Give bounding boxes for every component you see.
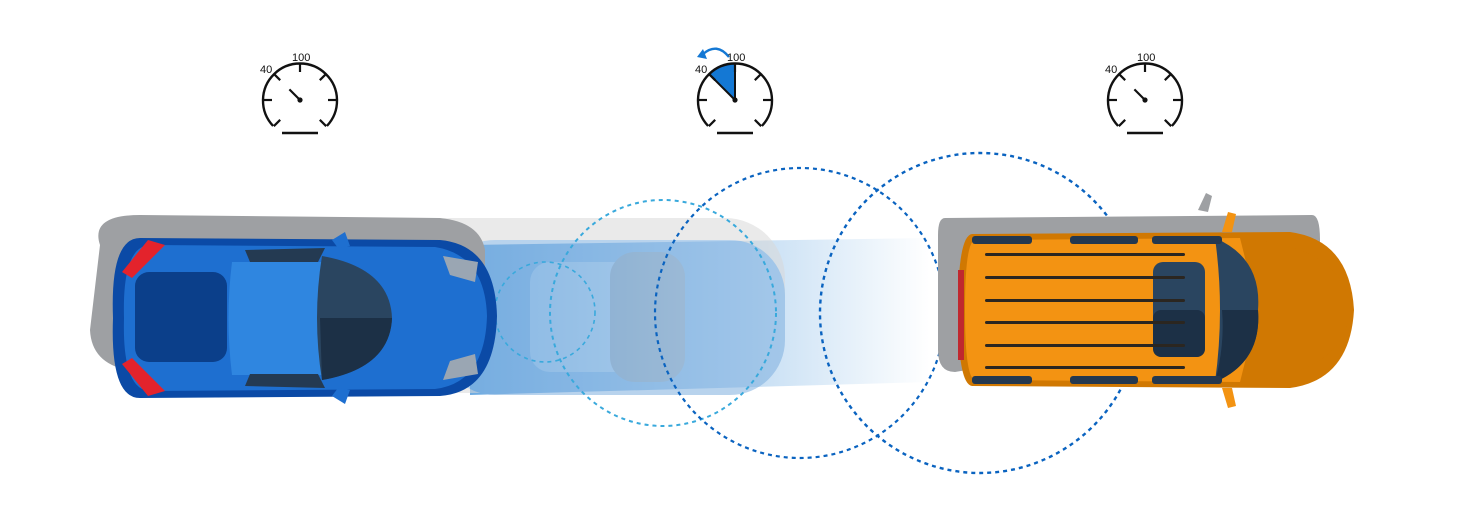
speedometer-low-label: 40 [260,64,272,76]
speedometer-high-label: 100 [727,52,745,64]
brake-light-bottom [122,358,165,396]
lead-vehicle [938,193,1354,408]
speedometer-middle: 40 100 [695,47,774,135]
speedometer-icon [696,62,774,135]
speedometers-group: 40 100 [260,47,1184,135]
speedometer-icon [1106,62,1184,135]
ego-car [90,215,498,404]
speedometer-icon [261,62,339,135]
sensor-circle-small [549,199,777,427]
speedometer-high-label: 100 [1137,52,1155,64]
speed-reduction-wedge [708,62,735,100]
speedometer-low-label: 40 [1105,64,1117,76]
speedometer-left: 40 100 [260,52,339,135]
speedometer-right: 40 100 [1105,52,1184,135]
speedometer-low-label: 40 [695,64,707,76]
curved-arrow-icon [697,47,730,59]
sensor-circle-inner [494,261,596,363]
ghost-car [390,218,785,395]
brake-light-top [122,240,165,278]
speedometer-high-label: 100 [292,52,310,64]
